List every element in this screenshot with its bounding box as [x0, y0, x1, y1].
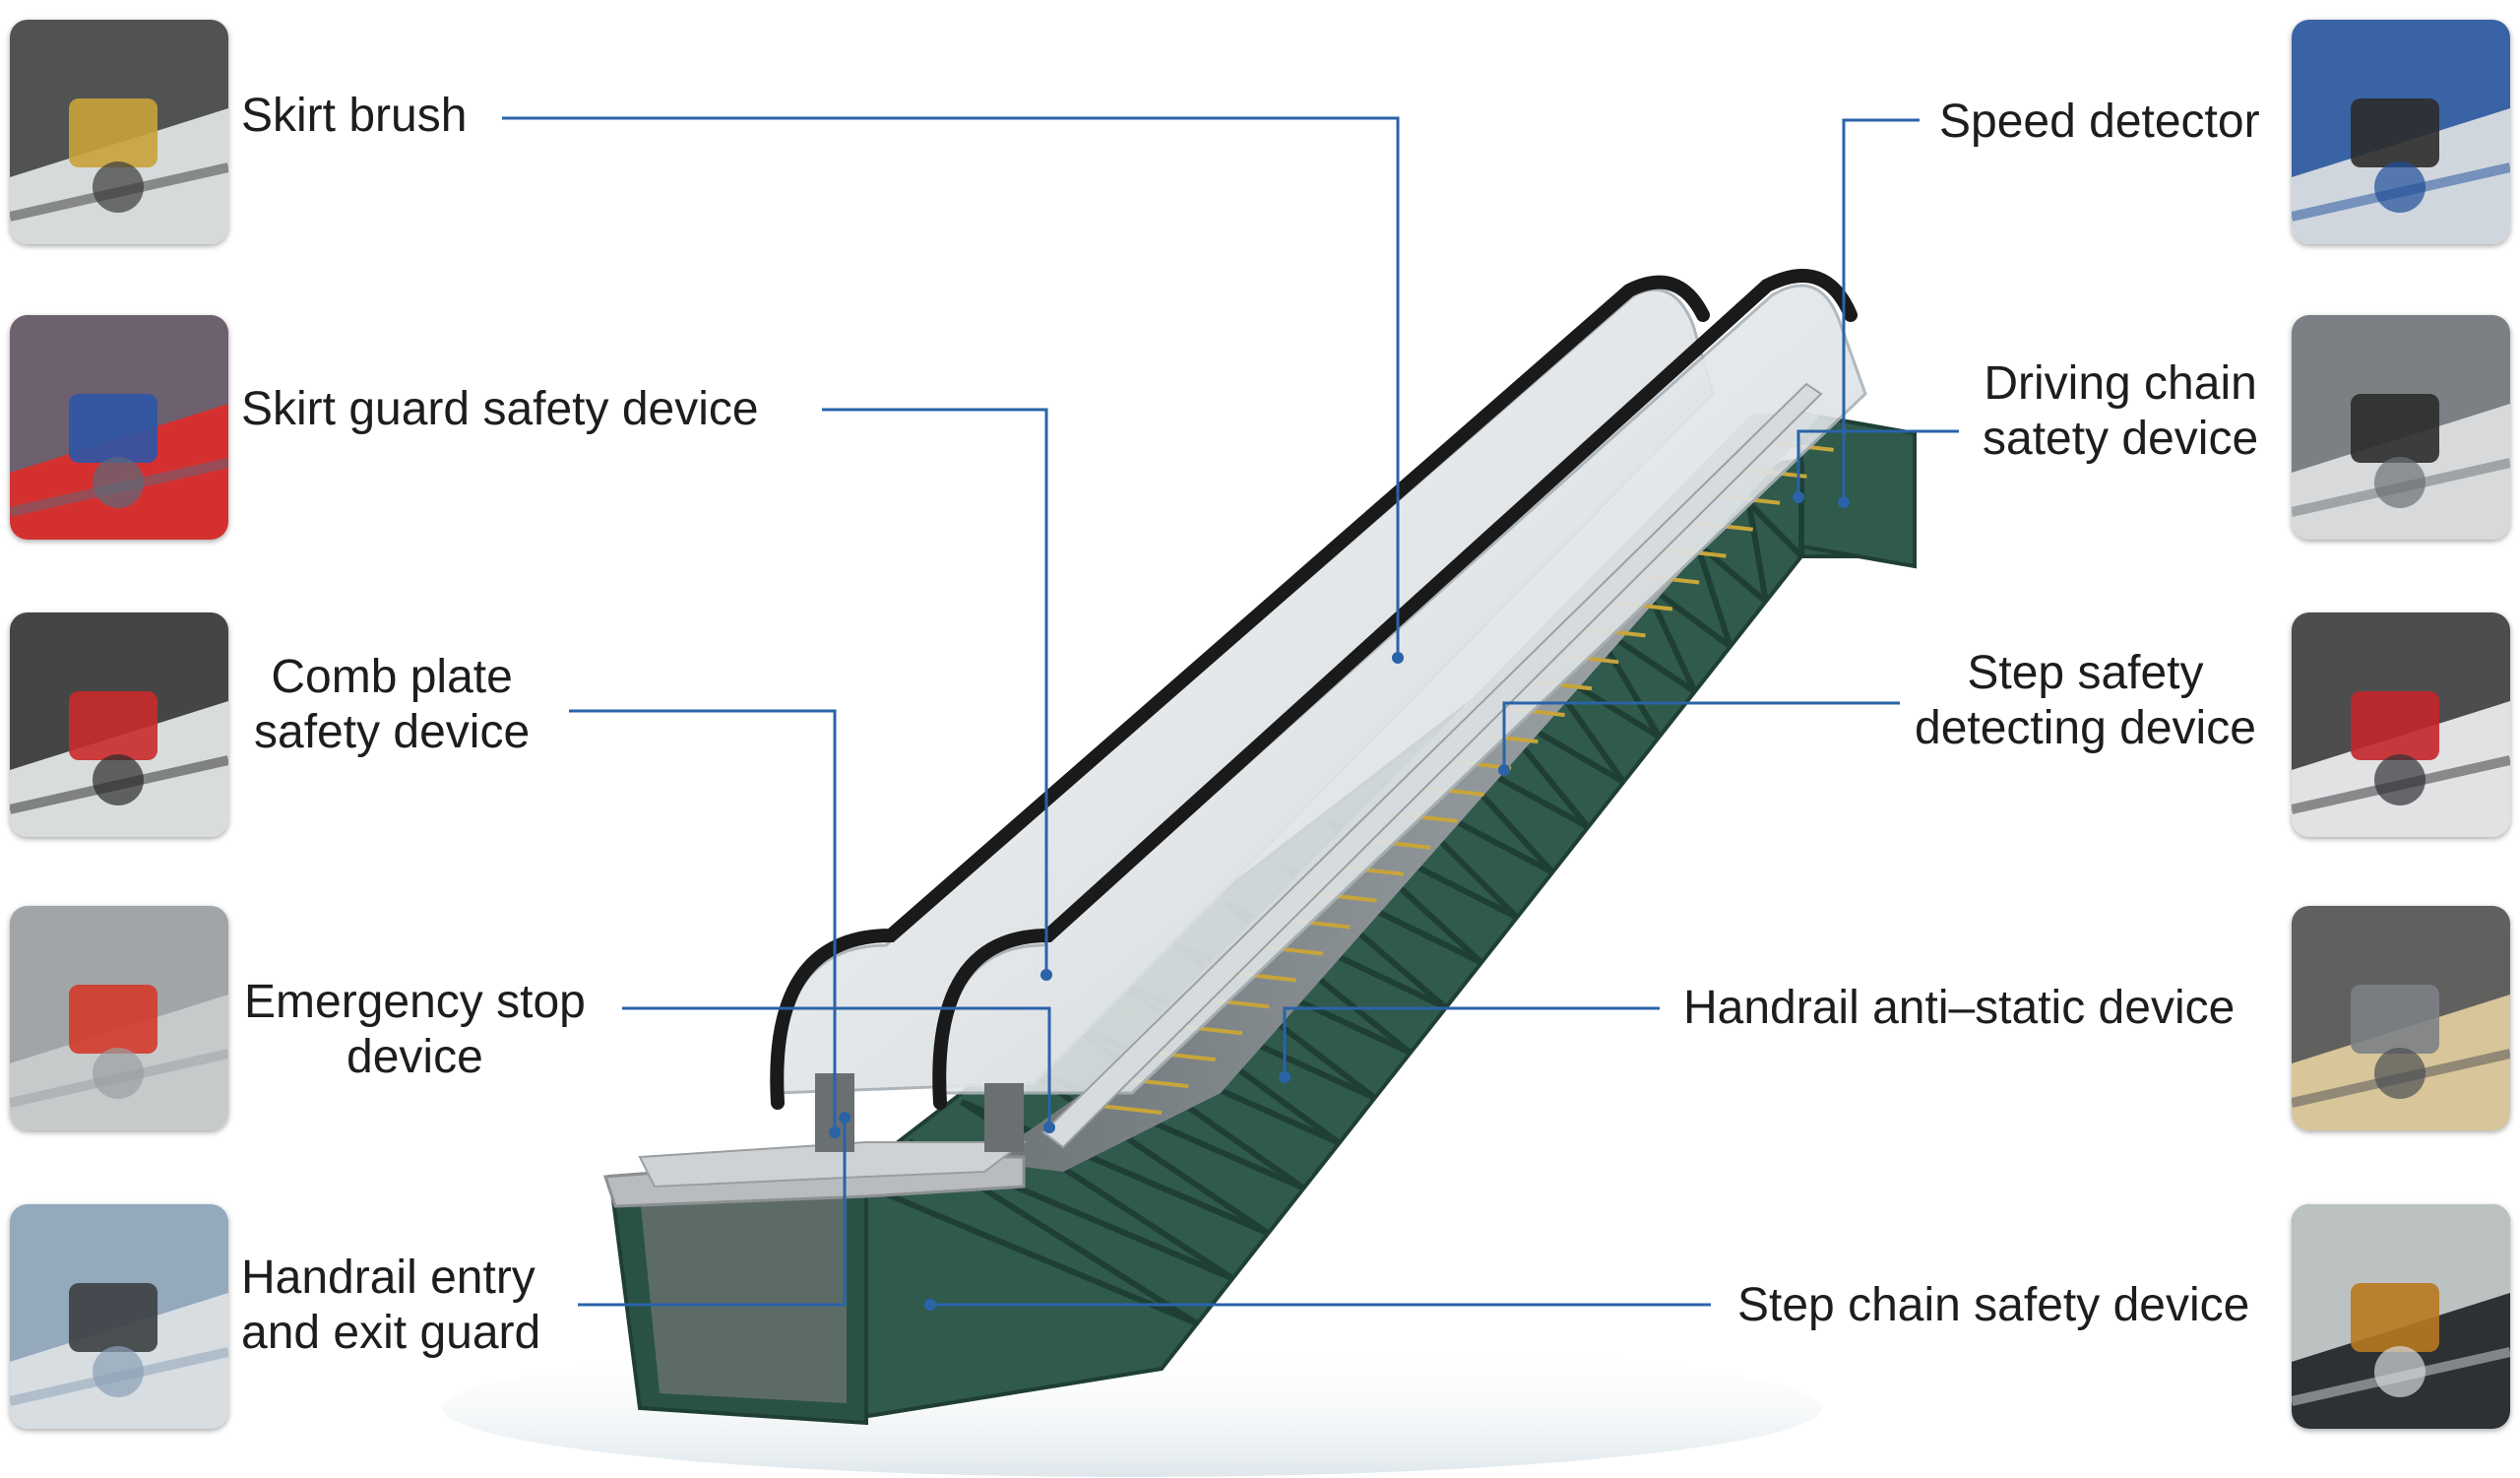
skirt-guard-leader-dot [1040, 969, 1052, 981]
antistatic-brush-photo-icon [2292, 906, 2510, 1130]
skirt-guard-label: Skirt guard safety device [241, 382, 759, 437]
handrail-entry-leader [578, 1118, 847, 1307]
handrail-left [770, 275, 1710, 1110]
step-chain-leader-dot [924, 1299, 936, 1311]
handrail-entry-label-line: Handrail entry [241, 1252, 536, 1304]
comb-plate-label-line: Comb plate [271, 651, 513, 703]
skirt-guard-label-line: Skirt guard safety device [241, 383, 759, 435]
emergency-stop-label-line: device [346, 1031, 483, 1083]
step-chain-tension-photo-icon [2292, 1204, 2510, 1429]
handrail-antistatic-label-line: Handrail anti–static device [1683, 982, 2236, 1034]
skirt-brush-leader-dot [1392, 652, 1404, 664]
speed-sensor-photo-icon [2292, 20, 2510, 244]
skirt-guard-leader [822, 408, 1048, 975]
emergency-stop-button-photo-icon [10, 906, 228, 1130]
skirt-brush-photo-icon [10, 20, 228, 244]
driving-chain-leader-dot [1793, 491, 1804, 503]
handrail-entry-leader-dot [839, 1112, 850, 1124]
comb-plate-label-line: safety device [254, 706, 531, 758]
handrail-antistatic-leader-dot [1279, 1071, 1291, 1083]
skirt-brush-label: Skirt brush [241, 89, 467, 144]
speed-detector-label: Speed detector [1939, 95, 2260, 150]
driving-chain-label-line: satety device [1983, 413, 2259, 465]
skirt-brush-label-line: Skirt brush [241, 90, 468, 142]
skirt-guard-switch-photo-icon [10, 315, 228, 540]
newel-end-right [984, 1083, 1024, 1152]
truss-diagonal [1746, 463, 1804, 559]
comb-plate-surface [638, 1141, 1027, 1189]
driving-chain-leader [1796, 429, 1959, 497]
handrail-right [932, 269, 1858, 1110]
step-safety-label-line: Step safety [1967, 647, 2204, 699]
step-chain-label: Step chain safety device [1737, 1278, 2249, 1333]
emergency-stop-leader [622, 1006, 1051, 1127]
handrail-inlet-photo-icon [10, 1204, 228, 1429]
comb-plate-leader [569, 709, 837, 1132]
speed-detector-leader-dot [1838, 496, 1850, 508]
step-chain-label-line: Step chain safety device [1737, 1279, 2250, 1331]
sprocket-chain-photo-icon [2292, 315, 2510, 540]
step-safety-leader [1502, 701, 1900, 770]
comb-plate-switch-photo-icon [10, 612, 228, 837]
skirt-brush-leader [502, 116, 1400, 658]
step-safety-leader-dot [1498, 764, 1510, 776]
lower-pit-interior [640, 1182, 847, 1403]
handrail-entry-label-line: and exit guard [241, 1307, 541, 1359]
handrail-antistatic-leader [1283, 1006, 1660, 1077]
emergency-stop-label-line: Emergency stop [244, 976, 586, 1028]
skirt-panel [1041, 382, 1823, 1149]
step-switch-photo-icon [2292, 612, 2510, 837]
comb-plate-leader-dot [829, 1126, 841, 1138]
emergency-stop-leader-dot [1043, 1122, 1055, 1133]
speed-detector-leader [1842, 118, 1920, 502]
driving-chain-label-line: Driving chain [1984, 357, 2257, 410]
speed-detector-label-line: Speed detector [1939, 96, 2260, 148]
step-safety-label-line: detecting device [1915, 702, 2256, 754]
handrail-antistatic-label: Handrail anti–static device [1683, 981, 2235, 1036]
